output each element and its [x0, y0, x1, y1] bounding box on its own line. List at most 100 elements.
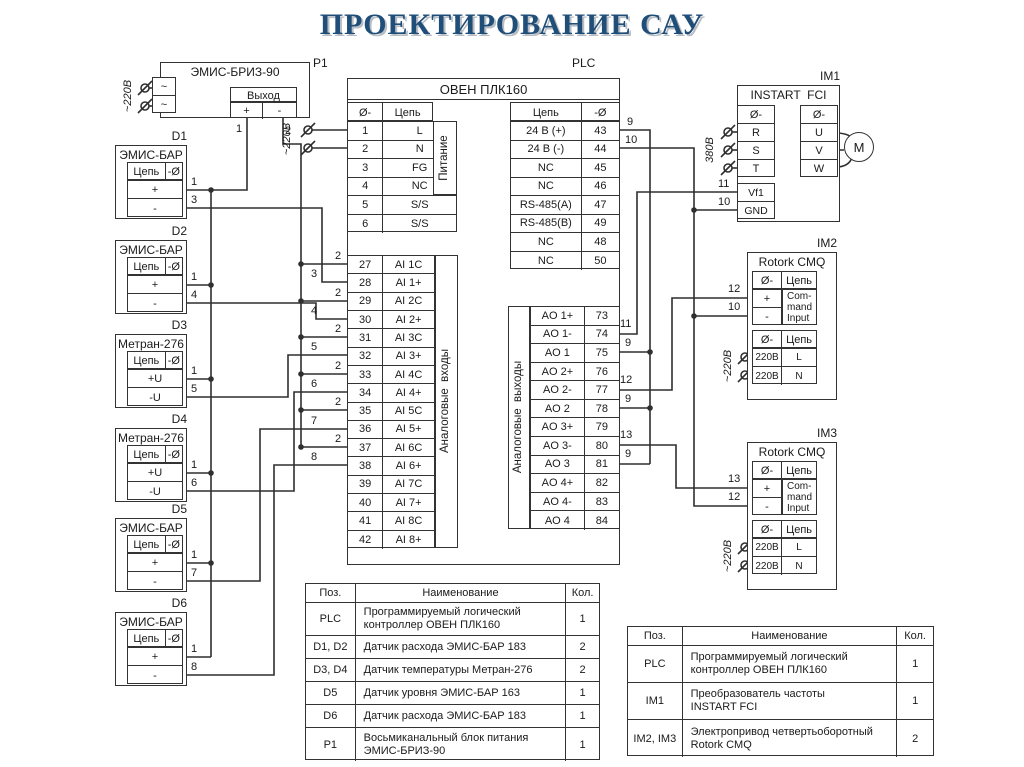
- sensor-rows-D4-row: -U: [128, 482, 182, 501]
- sensor-table-D6: Цепь-Ø: [127, 629, 183, 648]
- sensor-table-D3-cell: -Ø: [167, 355, 180, 367]
- sensor-table-D3-row: Цепь-Ø: [128, 352, 182, 370]
- plc-ao-rows-cell: AO 3-: [531, 437, 585, 455]
- plc-power-rows-cell: L: [416, 124, 423, 137]
- plc-right-rows-cell: RS-485(B): [511, 214, 582, 232]
- sensor-rows-D1-cell: +: [151, 183, 159, 196]
- plc-ai-vertbox: [435, 255, 458, 548]
- plc-ao-rows-cell: AO 3+: [531, 418, 585, 437]
- bom-table-1-cell: Датчик расхода ЭМИС-БАР 183: [356, 705, 567, 727]
- plc-ao-rows-cell: AO 1+: [531, 307, 585, 325]
- plc-ai-rows-cell: 39: [348, 475, 384, 494]
- bom-table-1-cell: Наименование: [356, 584, 567, 602]
- plc-ao-rows-cell: AO 4+: [531, 474, 585, 492]
- bom-table-1-cell: D3, D4: [306, 659, 356, 681]
- bom-table-1-cell: 1: [579, 738, 586, 751]
- sensor-rows-D6-cell: +: [151, 650, 159, 663]
- sensor-rows-D4-row: +U: [128, 464, 182, 482]
- plc-ai-rows-cell: 30: [348, 310, 384, 329]
- plc-power-rows-cell: 6: [348, 214, 384, 233]
- p1-title: ЭМИС-БРИЗ-90: [190, 65, 280, 79]
- bom-table-1-cell: Датчик температуры Метран-276: [356, 659, 567, 681]
- wire-label-1: 1: [191, 549, 198, 561]
- wire-label-3: 3: [311, 268, 318, 280]
- sensor-rows-D2-cell: +: [151, 278, 159, 291]
- plc-ao-rows-row: AO 3-80: [531, 437, 619, 456]
- im1-right-cell: U: [815, 126, 823, 139]
- sensor-rows-D2: +-: [127, 275, 183, 312]
- sensor-rows-D5-row: +: [128, 554, 182, 572]
- IM2-cmd-pins-row: -: [753, 308, 781, 326]
- IM3-cmd-header-row: Ø-Цепь: [753, 462, 816, 480]
- im1-ctrl-cell: Vf1: [748, 186, 764, 199]
- im1-motor: M: [844, 132, 874, 162]
- im1-right-cell: Ø-: [812, 108, 826, 121]
- IM3-cmd-header-cell: Цепь: [786, 465, 813, 477]
- sensor-rows-D6-cell: -: [153, 669, 157, 682]
- plc-right-header-cell: Цепь: [511, 103, 582, 122]
- plc-ai-rows-cell: AI 5+: [395, 423, 422, 436]
- plc-right-rows-cell: 24 В (+): [511, 122, 582, 140]
- plc-ai-rows-cell: 27: [348, 256, 384, 274]
- plc-right-header-row: Цепь-Ø: [511, 103, 619, 122]
- p1-output-cells-cell: -: [277, 105, 282, 117]
- sensor-rows-D1-row: -: [128, 199, 182, 218]
- wire-label-2: 2: [335, 360, 342, 372]
- bom-table-1-cell: Датчик расхода ЭМИС-БАР 183: [356, 636, 567, 658]
- IM2-cmd-header-row: Ø-Цепь: [753, 272, 816, 290]
- wire-label-9: 9: [625, 393, 632, 405]
- plc-ao-rows-row: AO 4+82: [531, 474, 619, 493]
- plc-ai-rows-cell: AI 8C: [394, 515, 423, 528]
- plc-ai-rows-row: 41 AI 8C: [348, 512, 434, 531]
- plc-ai-rows-cell: 34: [348, 384, 384, 402]
- bom-table-1-cell: Восьмиканальный блок питания ЭМИС-БРИЗ-9…: [356, 728, 567, 761]
- wire-label-7: 7: [311, 415, 318, 427]
- bom-table-1-cell: Поз.: [306, 584, 356, 602]
- sensor-title: ЭМИС-БАР: [119, 243, 183, 257]
- IM3-cmd-pins-cell: +: [763, 482, 771, 495]
- wire-label-12: 12: [728, 491, 741, 503]
- wire-label-2: 2: [335, 287, 342, 299]
- sensor-rows-D6-row: -: [128, 666, 182, 685]
- plc-right-rows-cell: 48: [594, 235, 607, 248]
- plc-ai-rows-cell: 41: [348, 512, 384, 530]
- supply-terminal-symbols: [137, 80, 753, 573]
- sensor-table-D6-cell: Цепь: [128, 630, 166, 648]
- bom-table-2-cell: Программируемый логический контроллер ОВ…: [683, 646, 898, 682]
- im1-right-row: W: [801, 160, 837, 178]
- wire-label-6: 6: [191, 477, 198, 489]
- plc-ao-rows-cell: AO 2-: [531, 381, 585, 399]
- plc-ref: PLC: [572, 56, 596, 70]
- plc-ao-rows-cell: 77: [595, 384, 609, 397]
- im1-left-row: R: [738, 124, 774, 142]
- IM2-cmd-header-cell: Ø-: [753, 272, 783, 290]
- wire-label-1: 1: [191, 459, 198, 471]
- sensor-ref-D1: D1: [171, 129, 187, 143]
- p1-ref: P1: [313, 56, 328, 70]
- wire-label-10: 10: [625, 134, 638, 146]
- IM2-pwr-header-cell: Цепь: [786, 334, 813, 346]
- plc-supply-label: ~220В: [281, 122, 293, 156]
- sensor-table-D3: Цепь-Ø: [127, 351, 183, 370]
- terminal-symbol: [300, 122, 347, 138]
- IM2-cmd-header: Ø-Цепь: [752, 271, 817, 290]
- wire-label-13: 13: [620, 429, 633, 441]
- wire-label-4: 4: [311, 305, 318, 317]
- sensor-rows-D6: +-: [127, 647, 183, 684]
- sensor-title: ЭМИС-БАР: [119, 615, 183, 629]
- sensor-table-D4-cell: Цепь: [128, 446, 166, 464]
- wire-label-10: 10: [728, 301, 741, 313]
- sensor-rows-D3-row: -U: [128, 388, 182, 407]
- IM2-pwr-rows-cell: 220В: [753, 367, 783, 385]
